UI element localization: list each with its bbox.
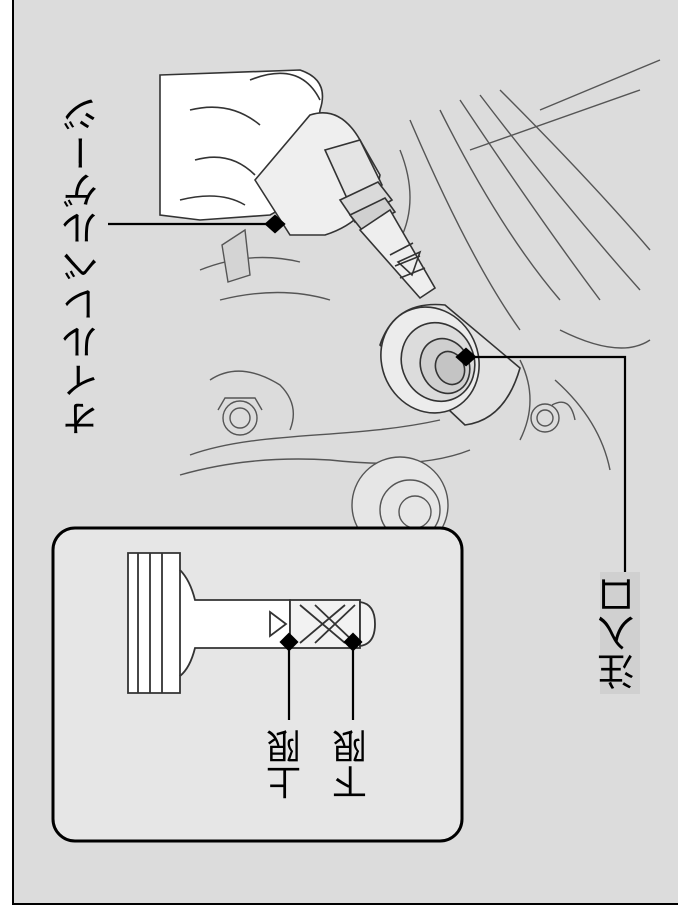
lower-limit-label: 下限	[333, 728, 373, 800]
gauge-detail-inset	[51, 526, 464, 843]
filler-port-label: 注入口	[598, 572, 641, 694]
filler-port	[379, 303, 521, 426]
upper-limit-label: 上限	[267, 728, 307, 800]
oil-level-gauge-label: オイルレベルゲージ	[62, 95, 105, 437]
oil-level-gauge	[254, 111, 437, 300]
engine-outline	[179, 449, 471, 476]
